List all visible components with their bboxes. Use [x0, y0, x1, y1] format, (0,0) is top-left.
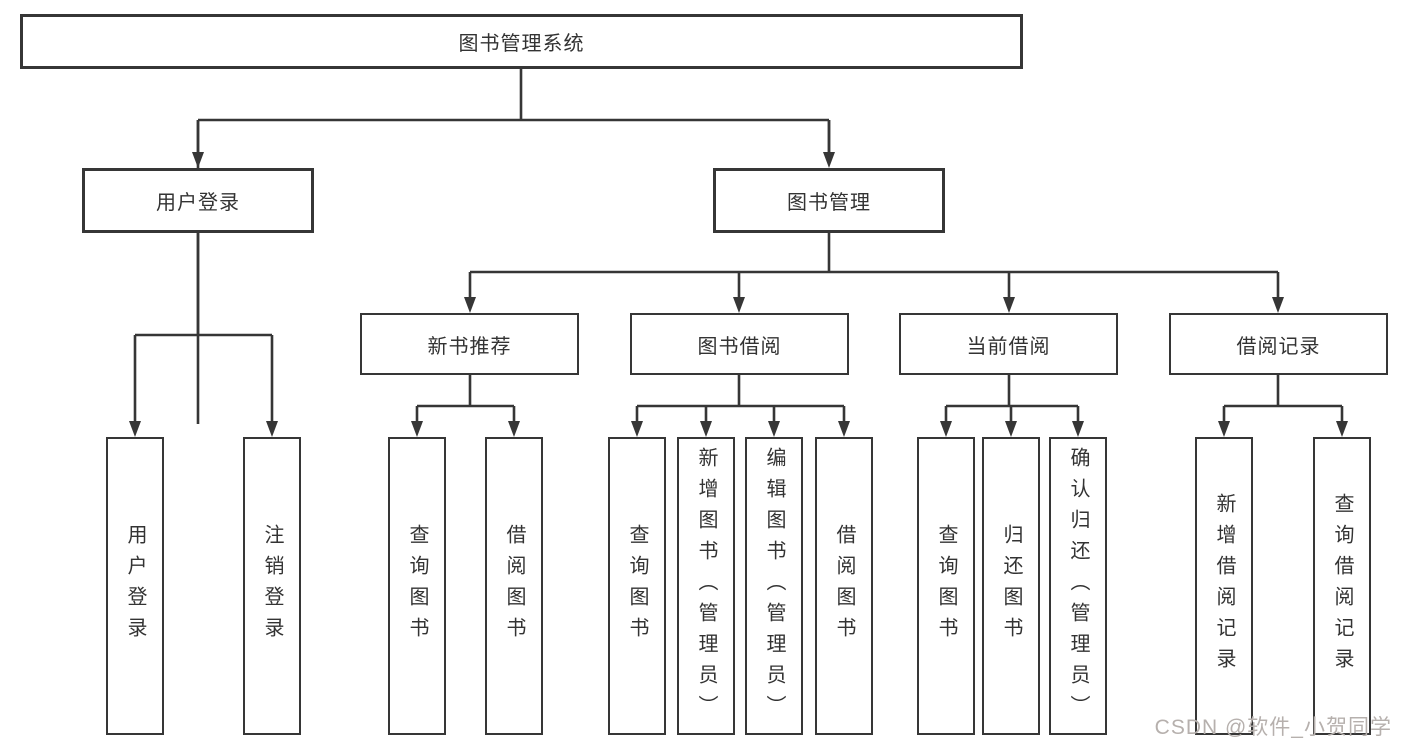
node-current-borrowing-label: 当前借阅: [966, 335, 1051, 358]
node-new-book-recommendation-label: 新书推荐: [427, 335, 512, 358]
leaf-logout: 注销登录: [243, 437, 301, 735]
leaf-add-borrow-record: 新增借阅记录: [1195, 437, 1253, 735]
leaf-return-books: 归还图书: [982, 437, 1040, 735]
leaf-add-books-admin: 新增图书（管理员）: [677, 437, 735, 735]
node-user-login-branch-label: 用户登录: [156, 192, 240, 214]
leaf-return-books-label: 归还图书: [1000, 524, 1022, 648]
leaf-confirm-return-admin-label: 确认归还（管理员）: [1067, 446, 1089, 726]
leaf-borrow-books-recommend-label: 借阅图书: [503, 524, 525, 648]
node-borrowing-records: 借阅记录: [1169, 313, 1388, 375]
leaf-add-borrow-record-label: 新增借阅记录: [1213, 493, 1235, 679]
node-borrowing-records-label: 借阅记录: [1236, 335, 1321, 358]
node-library-management-system-label: 图书管理系统: [458, 33, 585, 55]
leaf-borrow-books-label: 借阅图书: [833, 524, 855, 648]
leaf-query-books-recommend-label: 查询图书: [406, 524, 428, 648]
leaf-logout-label: 注销登录: [261, 524, 283, 648]
node-book-management-branch-label: 图书管理: [787, 192, 871, 214]
node-library-management-system: 图书管理系统: [20, 14, 1023, 69]
node-book-management-branch: 图书管理: [713, 168, 945, 233]
node-book-borrowing-label: 图书借阅: [697, 335, 782, 358]
leaf-query-books-recommend: 查询图书: [388, 437, 446, 735]
leaf-add-books-admin-label: 新增图书（管理员）: [695, 446, 717, 726]
leaf-borrow-books-recommend: 借阅图书: [485, 437, 543, 735]
leaf-query-borrow-record: 查询借阅记录: [1313, 437, 1371, 735]
leaf-query-books-borrow-label: 查询图书: [626, 524, 648, 648]
leaf-query-books-current: 查询图书: [917, 437, 975, 735]
node-book-borrowing: 图书借阅: [630, 313, 849, 375]
node-user-login-branch: 用户登录: [82, 168, 314, 233]
leaf-user-login-label: 用户登录: [124, 524, 146, 648]
leaf-query-books-current-label: 查询图书: [935, 524, 957, 648]
leaf-query-books-borrow: 查询图书: [608, 437, 666, 735]
leaf-edit-books-admin: 编辑图书（管理员）: [745, 437, 803, 735]
node-current-borrowing: 当前借阅: [899, 313, 1118, 375]
leaf-query-borrow-record-label: 查询借阅记录: [1331, 493, 1353, 679]
leaf-borrow-books: 借阅图书: [815, 437, 873, 735]
leaf-confirm-return-admin: 确认归还（管理员）: [1049, 437, 1107, 735]
arrowheads: [129, 152, 1348, 437]
node-new-book-recommendation: 新书推荐: [360, 313, 579, 375]
leaf-edit-books-admin-label: 编辑图书（管理员）: [763, 446, 785, 726]
leaf-user-login: 用户登录: [106, 437, 164, 735]
csdn-watermark: CSDN @软件_小贺同学: [1154, 716, 1392, 739]
